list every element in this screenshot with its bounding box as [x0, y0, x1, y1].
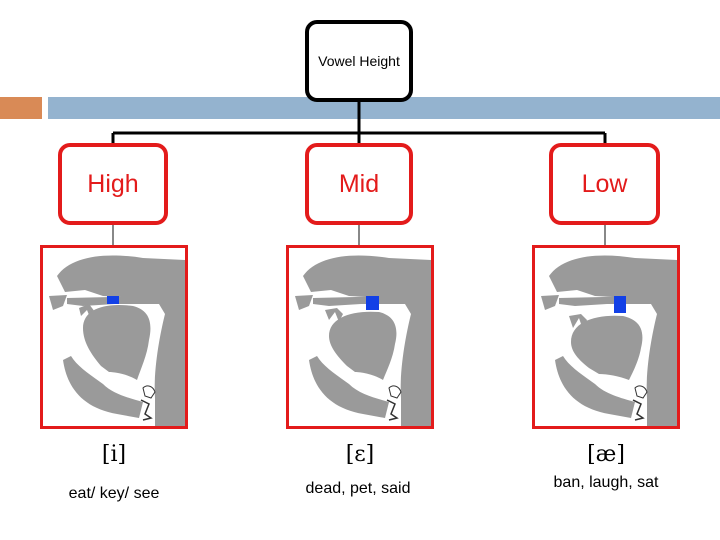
- ipa-symbol-high: [i]: [101, 442, 127, 467]
- example-words-high: eat/ key/ see: [68, 485, 160, 502]
- category-node-low: Low: [549, 143, 660, 225]
- ipa-symbol-mid: [ε]: [345, 442, 375, 467]
- category-node-high: High: [58, 143, 168, 225]
- tongue-height-marker-mid: [366, 296, 379, 310]
- tongue-height-marker-low: [614, 296, 626, 313]
- example-words-mid: dead, pet, said: [305, 480, 411, 497]
- root-node-vowel-height: Vowel Height: [305, 20, 413, 102]
- vocal-tract-image-high: [40, 245, 188, 429]
- vocal-tract-image-low: [532, 245, 680, 429]
- root-label: Vowel Height: [318, 53, 400, 69]
- tongue-height-marker-high: [107, 296, 119, 304]
- accent-bar-blue: [48, 97, 720, 119]
- category-label-low: Low: [581, 169, 628, 198]
- vocal-tract-image-mid: [286, 245, 434, 429]
- example-words-low: ban, laugh, sat: [553, 474, 659, 491]
- category-node-mid: Mid: [305, 143, 413, 225]
- category-label-mid: Mid: [338, 169, 380, 198]
- category-label-high: High: [87, 169, 139, 198]
- accent-bar-orange: [0, 97, 42, 119]
- ipa-symbol-low: [æ]: [587, 442, 625, 467]
